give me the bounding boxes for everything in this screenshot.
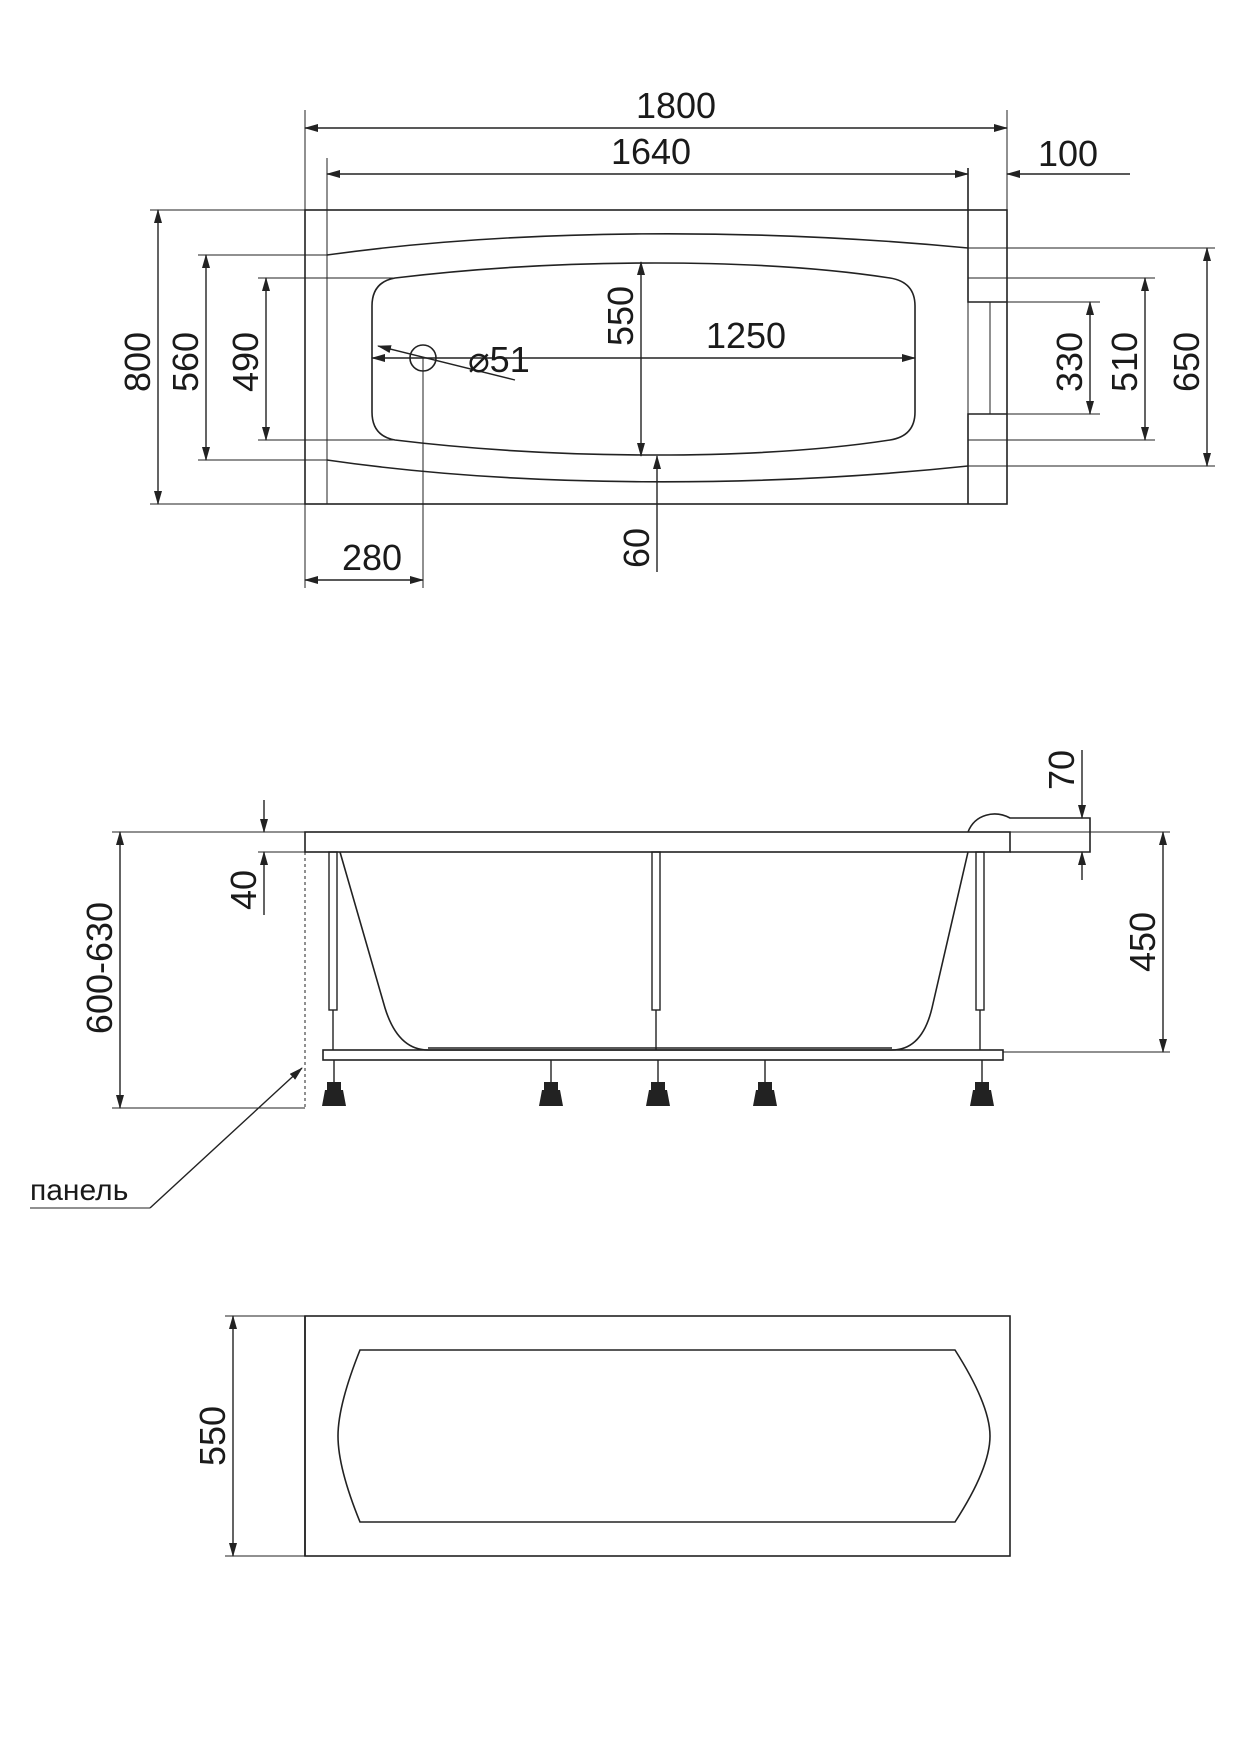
dim-label-600-630: 600-630 — [79, 902, 120, 1034]
side-tub-body — [339, 851, 969, 1051]
side-adjustable-feet — [322, 1060, 994, 1106]
dim-label-550: 550 — [600, 286, 641, 346]
dim-label-100: 100 — [1038, 133, 1098, 174]
dim-label-490: 490 — [225, 332, 266, 392]
dim-label-450: 450 — [1122, 912, 1163, 972]
dim-line-51 — [377, 345, 516, 381]
dim-label-650: 650 — [1166, 332, 1207, 392]
dim-label-800: 800 — [117, 332, 158, 392]
dim-label-1250: 1250 — [706, 315, 786, 356]
side-frame-bar — [322, 1049, 1004, 1061]
side-rim — [304, 831, 1011, 853]
dim-label-280: 280 — [342, 537, 402, 578]
panel-leader — [149, 1067, 303, 1209]
dim-label-60: 60 — [616, 528, 657, 568]
plan-bowl-outline — [371, 262, 916, 456]
dim-label-1800: 1800 — [636, 85, 716, 126]
plan-rim-curve-top — [326, 232, 969, 256]
dim-label-1640: 1640 — [611, 131, 691, 172]
dim-label-330: 330 — [1049, 332, 1090, 392]
dim-label-70: 70 — [1041, 750, 1082, 790]
plan-view: 1800 1640 100 800 560 490 550 1250 ⌀51 3… — [117, 85, 1215, 588]
side-view: панель 600-630 40 70 450 — [30, 750, 1170, 1209]
side-support-legs — [328, 851, 985, 1050]
dim-label-panel-550: 550 — [192, 1406, 233, 1466]
dim-label-drain-diameter: ⌀51 — [468, 339, 530, 380]
dim-label-510: 510 — [1104, 332, 1145, 392]
dim-label-560: 560 — [165, 332, 206, 392]
side-headrest — [967, 813, 1091, 853]
panel-outer-outline — [304, 1315, 1011, 1557]
plan-rim-curve-bottom — [326, 459, 969, 483]
panel-view: 550 — [192, 1315, 1011, 1557]
plan-outer-outline — [304, 209, 1008, 505]
panel-label: панель — [30, 1174, 128, 1207]
dim-label-40: 40 — [223, 870, 264, 910]
panel-inner-outline — [337, 1349, 991, 1523]
